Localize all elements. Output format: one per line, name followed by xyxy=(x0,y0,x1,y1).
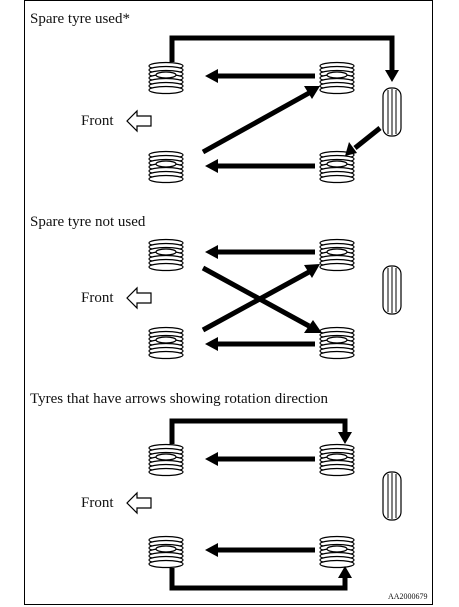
section-title-directional: Tyres that have arrows showing rotation … xyxy=(30,391,329,407)
front-direction-arrow-icon xyxy=(126,110,152,132)
tyre-icon xyxy=(319,61,355,95)
spare-tyre-icon xyxy=(382,87,402,137)
rotation-arrow-icon xyxy=(205,543,315,557)
rotation-arrow-icon xyxy=(205,452,315,466)
section-title-spare-used: Spare tyre used* xyxy=(30,11,130,27)
figure-code: AA2000679 xyxy=(388,592,428,601)
rotation-arrow-icon xyxy=(169,418,352,444)
tyre-icon xyxy=(148,61,184,95)
rotation-arrow-icon xyxy=(345,126,382,156)
tyre-icon xyxy=(148,443,184,477)
diagram-frame xyxy=(24,0,433,605)
tyre-icon xyxy=(319,238,355,272)
front-direction-arrow-icon xyxy=(126,287,152,309)
rotation-arrow-icon xyxy=(169,566,352,591)
rotation-arrow-icon xyxy=(201,264,320,333)
rotation-arrow-icon xyxy=(169,35,399,82)
tyre-icon xyxy=(148,326,184,360)
tyre-icon xyxy=(319,443,355,477)
rotation-arrow-icon xyxy=(205,337,315,351)
tyre-icon xyxy=(319,150,355,184)
rotation-arrow-icon xyxy=(205,69,315,83)
tyre-icon xyxy=(148,238,184,272)
spare-tyre-icon xyxy=(382,265,402,315)
tyre-icon xyxy=(148,535,184,569)
rotation-arrow-icon xyxy=(205,245,315,259)
tyre-icon xyxy=(319,535,355,569)
tyre-icon xyxy=(319,326,355,360)
tyre-icon xyxy=(148,150,184,184)
front-direction-arrow-icon xyxy=(126,492,152,514)
spare-tyre-icon xyxy=(382,471,402,521)
front-label: Front xyxy=(81,113,114,129)
rotation-arrow-icon xyxy=(205,159,315,173)
front-label: Front xyxy=(81,290,114,306)
front-label: Front xyxy=(81,495,114,511)
rotation-arrow-icon xyxy=(201,86,320,155)
rotation-arrow-icon xyxy=(201,265,322,333)
section-title-spare-not-used: Spare tyre not used xyxy=(30,214,146,230)
